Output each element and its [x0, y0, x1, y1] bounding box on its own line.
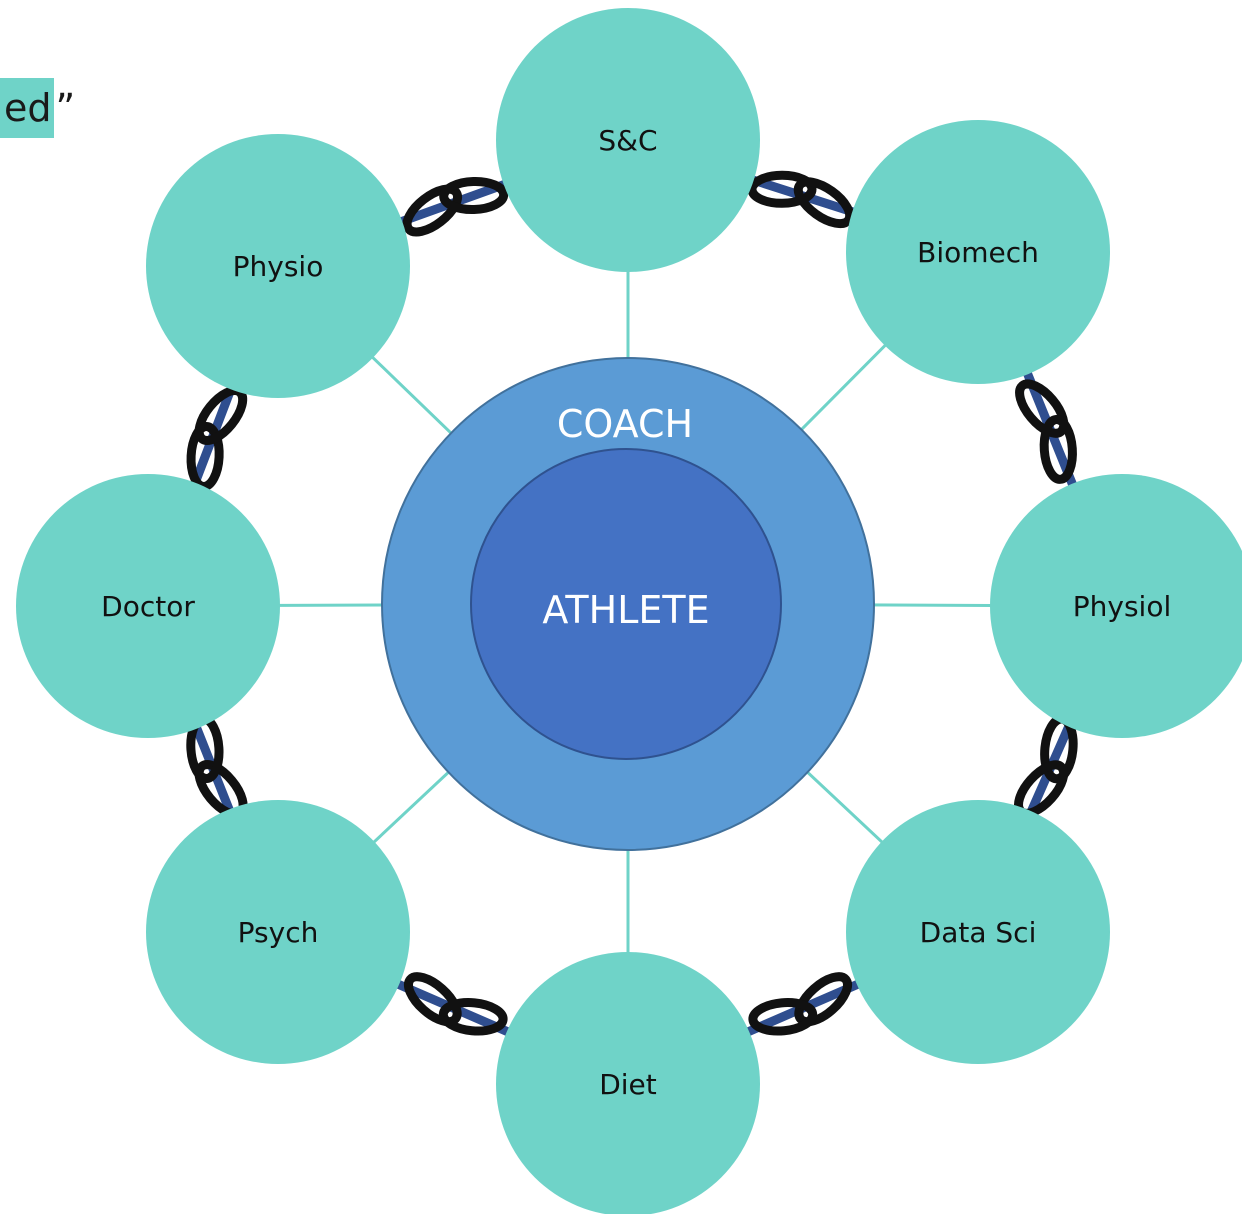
- node-label: Data Sci: [920, 916, 1037, 949]
- node-label: Biomech: [917, 236, 1039, 269]
- node-circle: [146, 134, 410, 398]
- node-circle: [990, 474, 1242, 738]
- node-physio: Physio: [146, 134, 410, 398]
- node-label: Psych: [238, 916, 319, 949]
- node-circle: [16, 474, 280, 738]
- node-physiol: Physiol: [990, 474, 1242, 738]
- chain-link: [439, 176, 509, 215]
- chain-link: [747, 170, 817, 208]
- node-circle: [146, 800, 410, 1064]
- chain-link: [1039, 414, 1077, 484]
- node-circle: [496, 952, 760, 1214]
- coach-label: COACH: [557, 402, 693, 446]
- node-circle: [496, 8, 760, 272]
- node-label: Physio: [233, 250, 324, 283]
- chain-link: [748, 998, 818, 1036]
- node-label: Doctor: [101, 590, 195, 623]
- node-diet: Diet: [496, 952, 760, 1214]
- highlighted-text: ed: [0, 78, 54, 138]
- node-circle: [846, 800, 1110, 1064]
- node-label: Diet: [599, 1068, 657, 1101]
- node-circle: [846, 120, 1110, 384]
- node-biomech: Biomech: [846, 120, 1110, 384]
- athlete-circle: [470, 448, 782, 760]
- node-sc: S&C: [496, 8, 760, 272]
- chain-link: [402, 184, 463, 237]
- highlighted-text-fragment: ed ”: [0, 78, 75, 138]
- closing-quote: ”: [55, 86, 76, 130]
- node-doctor: Doctor: [16, 474, 280, 738]
- chain-link: [793, 177, 855, 229]
- chain-link: [1015, 379, 1069, 438]
- node-psych: Psych: [146, 800, 410, 1064]
- chain-link: [438, 998, 508, 1036]
- chain-link: [403, 972, 462, 1027]
- node-label: S&C: [598, 124, 657, 157]
- chain-link: [794, 972, 853, 1027]
- node-label: Physiol: [1073, 590, 1171, 623]
- athlete-label: ATHLETE: [542, 588, 709, 632]
- node-datasci: Data Sci: [846, 800, 1110, 1064]
